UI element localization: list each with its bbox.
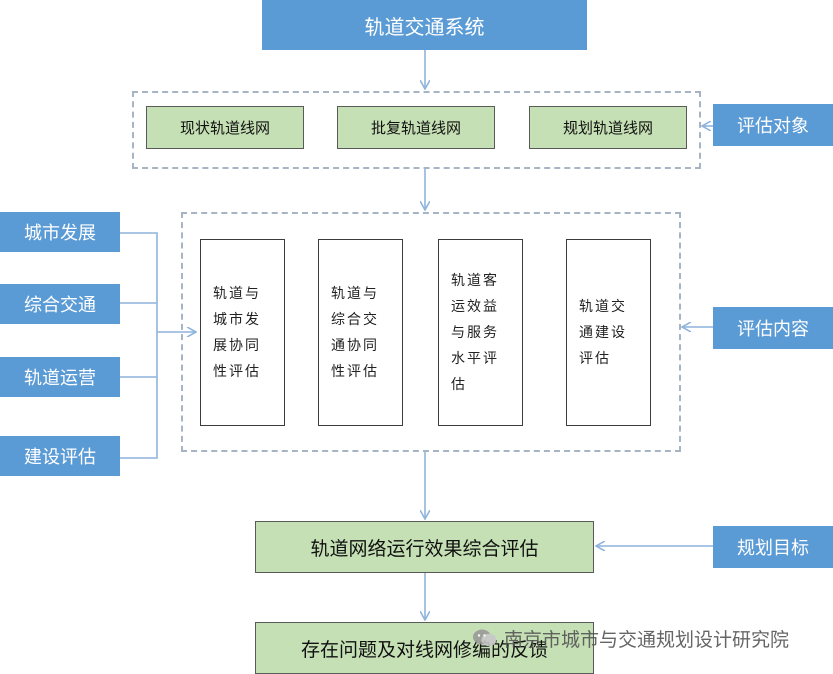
eval-content-label: 评估内容 [713, 307, 833, 349]
wechat-icon [473, 629, 497, 647]
eval-object-planned: 规划轨道线网 [529, 106, 687, 149]
comprehensive-evaluation-box: 轨道网络运行效果综合评估 [255, 521, 594, 573]
content-urban-coordination: 轨道与 城市发 展协同 性评估 [200, 239, 285, 426]
left-input-bracket [120, 232, 158, 459]
eval-content-group [181, 212, 681, 452]
planning-goal-label: 规划目标 [713, 526, 833, 568]
watermark: 南京市城市与交通规划设计研究院 [472, 620, 789, 656]
watermark-text: 南京市城市与交通规划设计研究院 [504, 628, 790, 651]
eval-object-approved: 批复轨道线网 [337, 106, 495, 149]
system-title: 轨道交通系统 [364, 14, 485, 39]
eval-objects-label: 评估对象 [713, 104, 833, 146]
system-title-box: 轨道交通系统 [262, 0, 587, 50]
input-construction-evaluation: 建设评估 [0, 436, 120, 476]
content-construction: 轨道交 通建设 评估 [566, 239, 651, 426]
content-transport-coordination: 轨道与 综合交 通协同 性评估 [318, 239, 403, 426]
eval-objects-group [132, 91, 701, 169]
input-urban-development: 城市发展 [0, 212, 120, 252]
input-rail-operation: 轨道运营 [0, 357, 120, 397]
input-integrated-transport: 综合交通 [0, 284, 120, 324]
content-passenger-benefit: 轨道客 运效益 与服务 水平评 估 [438, 239, 523, 426]
eval-object-current: 现状轨道线网 [146, 106, 304, 149]
